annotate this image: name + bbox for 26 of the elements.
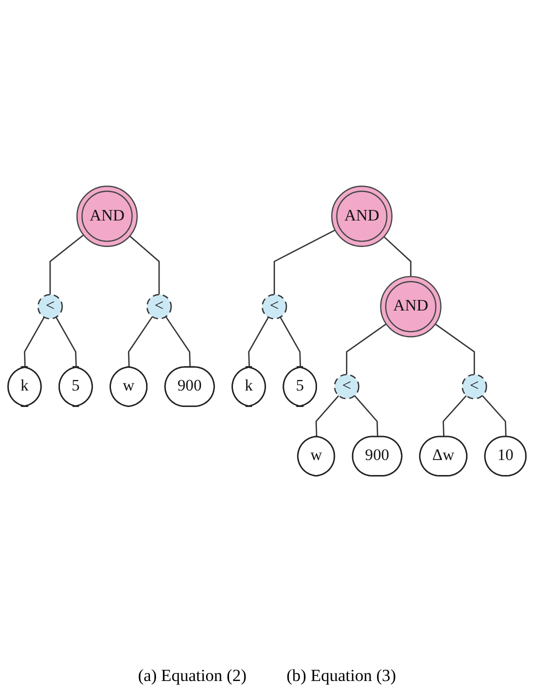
connector bbox=[442, 395, 467, 437]
connector bbox=[280, 316, 302, 368]
connector bbox=[384, 236, 412, 277]
node-circle: AND bbox=[76, 186, 138, 247]
node-circle: < bbox=[146, 294, 172, 320]
node-circle: AND bbox=[331, 186, 393, 247]
node-circle: < bbox=[262, 294, 288, 320]
node-circle: AND bbox=[380, 276, 442, 338]
connector bbox=[56, 316, 77, 368]
connector bbox=[346, 323, 387, 374]
connector bbox=[24, 316, 45, 368]
connector bbox=[129, 236, 160, 295]
connector bbox=[434, 324, 475, 374]
connector bbox=[274, 230, 336, 295]
connector bbox=[165, 316, 191, 368]
figure-caption: (a) Equation (2) bbox=[138, 666, 247, 686]
connector bbox=[49, 234, 84, 295]
node-circle: < bbox=[37, 294, 63, 320]
node-circle: < bbox=[334, 374, 360, 400]
figure-caption: (b) Equation (3) bbox=[286, 666, 396, 686]
connector bbox=[248, 316, 269, 368]
connector bbox=[128, 316, 153, 368]
connector bbox=[482, 395, 507, 438]
connector bbox=[354, 395, 378, 438]
connector bbox=[315, 395, 340, 438]
node-circle: < bbox=[462, 374, 488, 400]
